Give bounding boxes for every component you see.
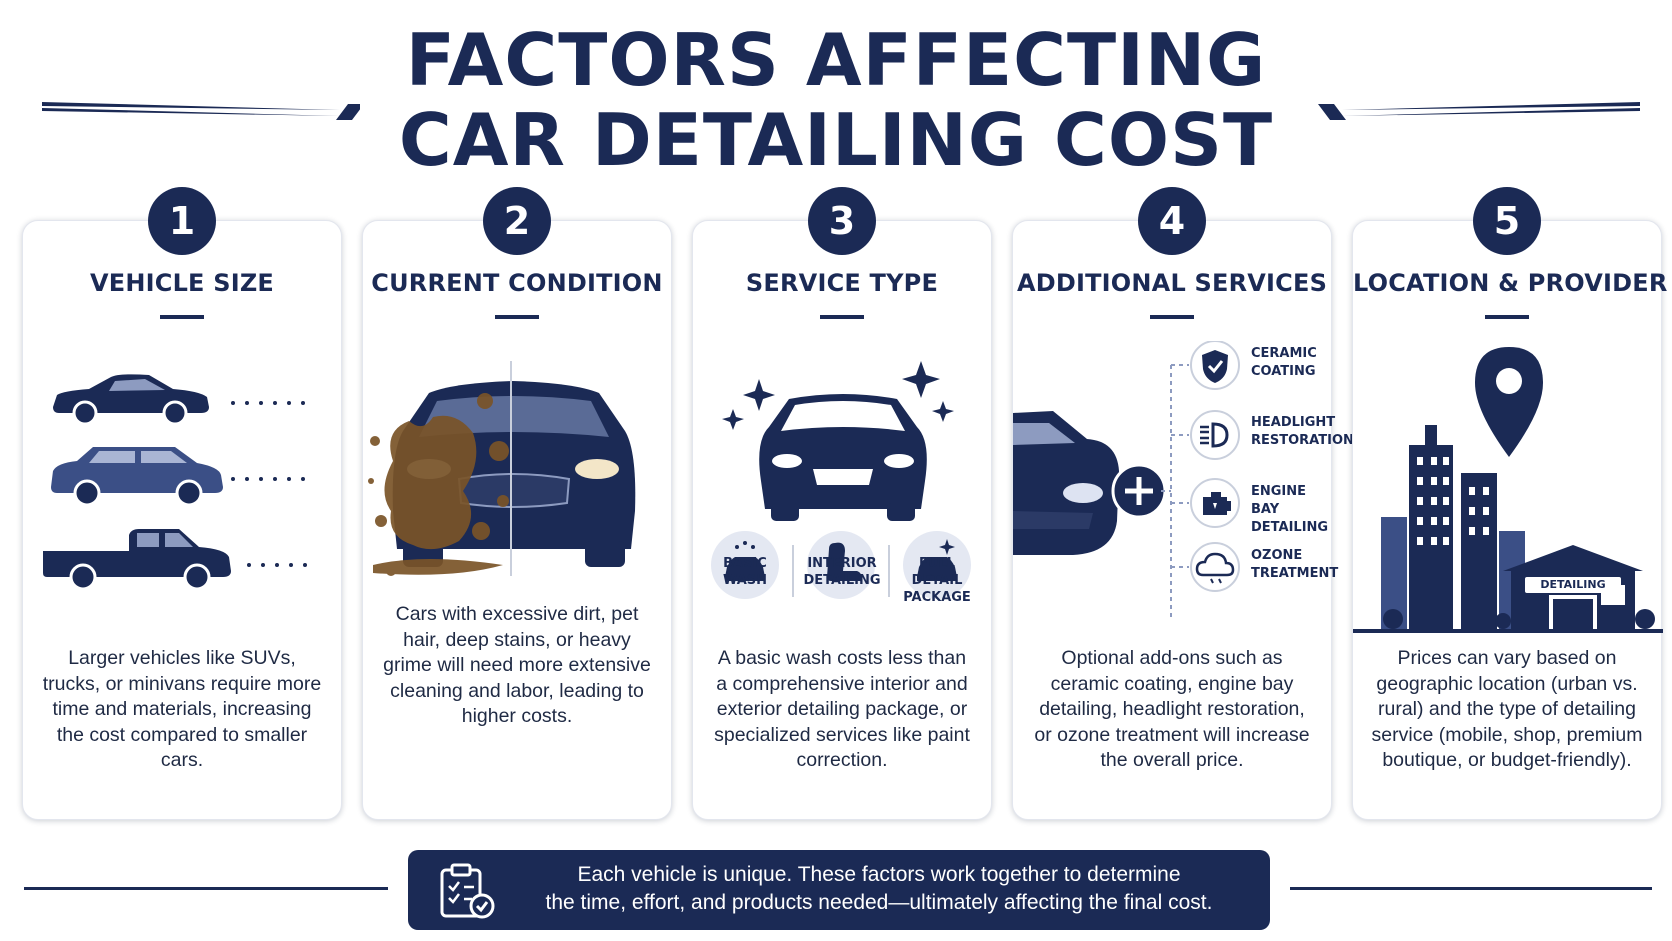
- card-number-badge: 1: [148, 187, 216, 255]
- footer-message: Each vehicle is unique. These factors wo…: [508, 861, 1250, 917]
- addon-label-headlight-restoration: HEADLIGHT RESTORATION: [1251, 415, 1354, 448]
- addon-label-ozone-treatment: OZONE TREATMENT: [1251, 548, 1339, 581]
- seat-icon: [807, 531, 875, 599]
- location-illustration: [1353, 347, 1663, 633]
- car-front-icon: [1013, 411, 1119, 555]
- dotted-line: [247, 563, 307, 567]
- card-description: Larger vehicles like SUVs, trucks, or mi…: [42, 647, 322, 771]
- pickup-truck-icon: [43, 529, 231, 591]
- page-title-line-2: CAR DETAILING COST: [398, 98, 1274, 182]
- shop-sign-text: DETAILING: [1540, 578, 1606, 591]
- dotted-line: [231, 477, 305, 481]
- engine-icon: [1190, 478, 1240, 528]
- footer-right-line: [1290, 887, 1652, 890]
- footer-line-2: the time, effort, and products needed—ul…: [545, 891, 1213, 914]
- card-title: VEHICLE SIZE: [89, 269, 275, 297]
- suv-icon: [51, 447, 223, 507]
- service-label-interior-detailing: INTERIOR DETAILING: [803, 556, 881, 588]
- dirt-splatter: [368, 393, 509, 576]
- service-type-illustration: [711, 361, 971, 599]
- title-underline: [495, 315, 539, 319]
- title-underline: [160, 315, 204, 319]
- clipboard-check-icon: [440, 863, 495, 919]
- card-service-type: 3 SERVICE TYPE: [692, 187, 992, 820]
- page-title-line-1: FACTORS AFFECTING: [405, 18, 1267, 102]
- card-description: Optional add-ons such as ceramic coating…: [1034, 647, 1310, 771]
- wash-icon: [711, 531, 779, 599]
- cloud-icon: [1190, 542, 1240, 592]
- card-additional-services: 4 ADDITIONAL SERVICES: [1012, 187, 1354, 820]
- right-title-swoosh: [1318, 102, 1640, 120]
- card-number-badge: 2: [483, 187, 551, 255]
- card-number-badge: 4: [1138, 187, 1206, 255]
- card-vehicle-size: 1 VEHICLE SIZE Larger: [22, 187, 342, 820]
- city-icon: [1353, 425, 1663, 633]
- card-description: Cars with excessive dirt, pet hair, deep…: [383, 603, 651, 727]
- shield-check-icon: [1190, 341, 1240, 390]
- sparkling-car-icon: [722, 361, 954, 521]
- footer-line-1: Each vehicle is unique. These factors wo…: [577, 863, 1181, 886]
- card-number-badge: 5: [1473, 187, 1541, 255]
- card-location-provider: 5 LOCATION & PROVIDER: [1352, 187, 1668, 820]
- card-title: CURRENT CONDITION: [371, 269, 663, 297]
- card-description: A basic wash costs less than a comprehen…: [714, 647, 970, 771]
- location-pin-icon: [1475, 347, 1543, 457]
- card-title: LOCATION & PROVIDER: [1353, 269, 1668, 297]
- additional-services-illustration: [1013, 341, 1240, 617]
- addon-label-ceramic-coating: CERAMIC COATING: [1251, 346, 1317, 379]
- footer-banner: Each vehicle is unique. These factors wo…: [408, 850, 1270, 930]
- card-description: Prices can vary based on geographic loca…: [1371, 647, 1643, 771]
- dotted-line: [231, 401, 305, 405]
- footer-left-line: [24, 887, 388, 890]
- sedan-icon: [53, 374, 209, 426]
- card-number-badge: 3: [808, 187, 876, 255]
- service-label-basic-wash: BASIC WASH: [722, 556, 768, 588]
- headlight-icon: [1190, 410, 1240, 460]
- card-title: SERVICE TYPE: [745, 269, 939, 297]
- addon-label-engine-bay: ENGINE BAY DETAILING: [1251, 484, 1329, 535]
- vehicle-size-illustration: [43, 374, 307, 591]
- title-underline: [820, 315, 864, 319]
- dirty-clean-car-icon: [368, 361, 636, 576]
- title-underline: [1485, 315, 1529, 319]
- service-label-full-detail: FULL DETAIL PACKAGE: [903, 556, 971, 605]
- sparkle-car-icon: [903, 531, 971, 599]
- connector-lines: [1161, 364, 1189, 617]
- card-title: ADDITIONAL SERVICES: [1016, 269, 1328, 297]
- left-title-swoosh: [42, 102, 360, 120]
- card-current-condition: 2 CURRENT CONDITION Cars with excessive …: [362, 187, 672, 820]
- shop-sign: [1525, 577, 1621, 593]
- title-underline: [1150, 315, 1194, 319]
